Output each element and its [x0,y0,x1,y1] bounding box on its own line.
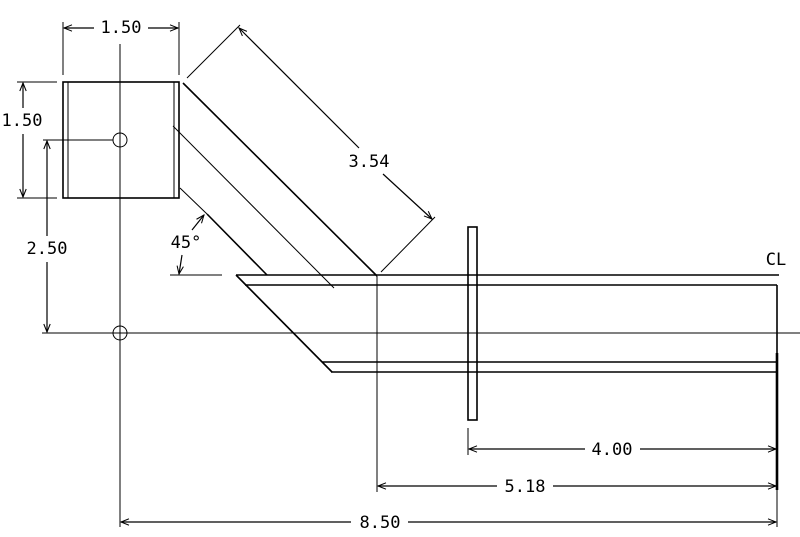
svg-text:3.54: 3.54 [349,152,390,172]
dimension-box-width: 1.50 [62,18,180,75]
dimension-angle: 45° [170,215,222,276]
svg-text:8.50: 8.50 [360,513,401,533]
dimension-vertical-offset: 2.50 [27,141,68,332]
dimension-overall-length: 8.50 [121,490,778,533]
flange [467,226,478,421]
horizontal-pipe [235,274,779,492]
center-mark-origin [112,325,128,341]
svg-text:2.50: 2.50 [27,239,68,259]
svg-text:4.00: 4.00 [592,440,633,460]
svg-text:45°: 45° [171,233,202,253]
dimension-bend-to-end: 5.18 [378,477,776,497]
centerline-label: CL [766,250,786,270]
dimension-flange-to-end: 4.00 [467,428,776,460]
dimension-box-height: 1.50 [2,81,57,199]
svg-text:1.50: 1.50 [101,18,142,38]
diagonal-pipe [172,82,378,289]
box-part [62,81,180,199]
svg-text:5.18: 5.18 [505,477,546,497]
dimension-diagonal-length: 3.54 [186,24,436,273]
svg-text:1.50: 1.50 [2,111,43,131]
